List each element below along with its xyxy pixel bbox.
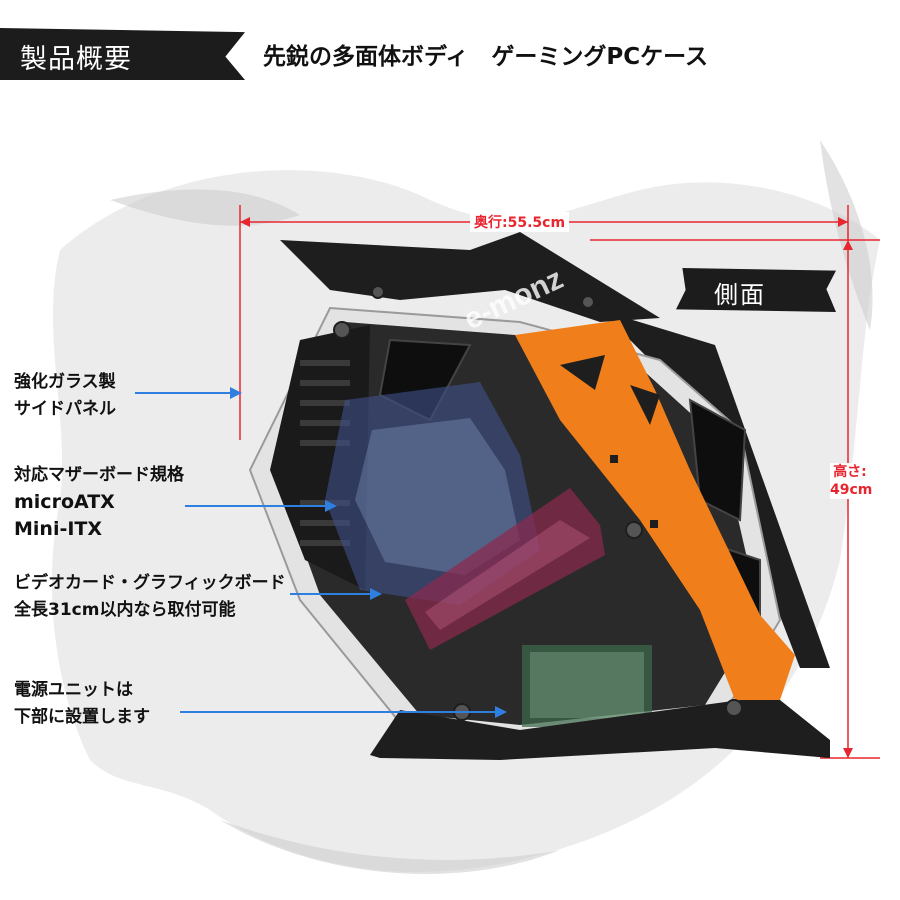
psu-area [522,645,652,727]
callout-line: Mini-ITX [14,518,103,540]
callout-line: 全長31cm以内なら取付可能 [14,600,236,620]
callout-motherboard: 対応マザーボード規格 microATX Mini-ITX [14,462,184,543]
callout-line: サイドパネル [14,399,116,419]
callout-tempered-glass: 強化ガラス製 サイドパネル [14,369,116,423]
page-title: 先鋭の多面体ボディ ゲーミングPCケース [263,44,708,70]
gpu-area [405,488,605,650]
callout-line: ビデオカード・グラフィックボード [14,573,286,593]
callout-line: microATX [14,491,115,513]
product-overview-badge-label: 製品概要 [20,44,132,75]
case-rear-frame [600,310,830,668]
callout-graphics-card: ビデオカード・グラフィックボード 全長31cm以内なら取付可能 [14,570,286,624]
product-overview-badge: 製品概要 [0,28,245,80]
side-view-badge: 側面 [676,268,836,312]
height-dimension-label: 高さ: 49cm [830,463,873,499]
callout-power-supply: 電源ユニットは 下部に設置します [14,677,150,731]
height-dimension-label-line2: 49cm [830,482,873,498]
callout-line: 下部に設置します [14,707,150,727]
callout-line: 対応マザーボード規格 [14,465,184,485]
case-base-stand [370,700,830,760]
case-top-panel [280,232,660,322]
height-dimension-label-line1: 高さ: [833,464,867,480]
callout-line: 強化ガラス製 [14,372,116,392]
side-view-badge-label: 側面 [714,281,766,309]
depth-dimension-label: 奥行:55.5cm [470,212,570,232]
callout-line: 電源ユニットは [14,680,133,700]
orange-accent-panel [515,320,795,700]
